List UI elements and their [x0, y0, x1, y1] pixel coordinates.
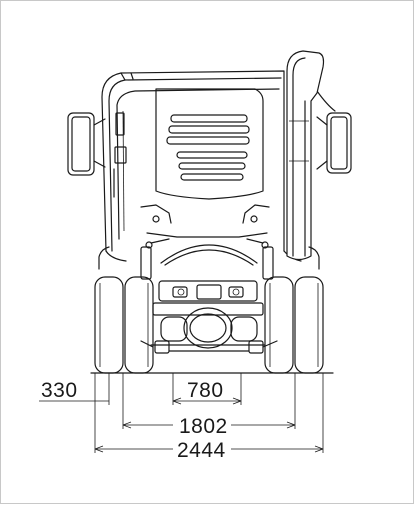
- dimension-lines: [39, 373, 324, 453]
- left-mirror: [67, 112, 106, 176]
- cab-side-vents: [113, 112, 127, 198]
- dimension-780-label: 780: [187, 379, 224, 402]
- dimension-1802-label: 1802: [179, 415, 228, 438]
- right-mirror: [316, 90, 352, 174]
- left-fender: [98, 246, 110, 270]
- cab-mounts: [140, 204, 274, 280]
- dimension-330-label: 330: [41, 379, 78, 402]
- rear-axle: [140, 244, 278, 354]
- dimension-2444-label: 2444: [177, 439, 226, 462]
- right-inner-wheel: [264, 276, 294, 374]
- left-inner-wheel: [124, 276, 154, 374]
- cab-body: [101, 70, 302, 262]
- grille: [155, 88, 264, 200]
- left-outer-wheel: [94, 276, 124, 374]
- exhaust-stack: [286, 50, 325, 261]
- right-outer-wheel: [294, 276, 324, 374]
- right-fender: [308, 246, 320, 270]
